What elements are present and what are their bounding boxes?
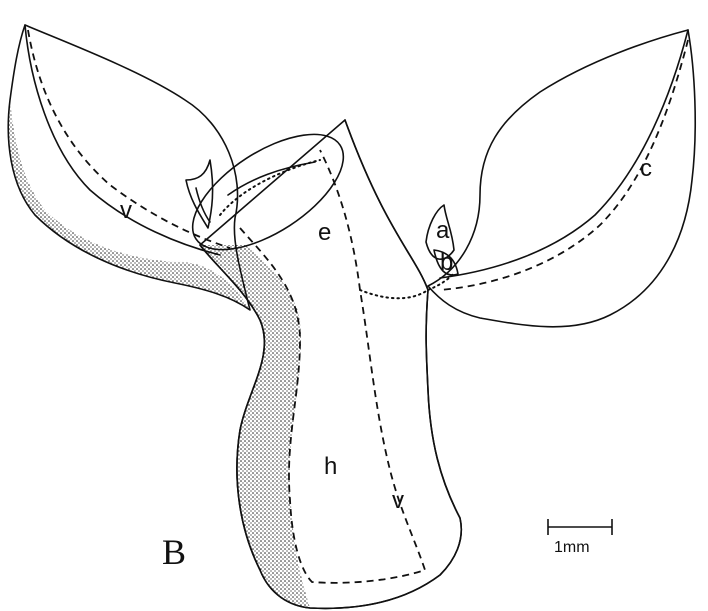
panel-label: B — [162, 532, 186, 572]
label-b: b — [440, 249, 453, 276]
label-v-left: v — [120, 197, 132, 224]
scale-label: 1mm — [554, 539, 590, 556]
label-c: c — [640, 155, 652, 182]
label-h: h — [324, 453, 337, 480]
left-bud — [186, 160, 213, 228]
label-a: a — [436, 217, 450, 244]
stem — [200, 120, 461, 608]
label-e: e — [318, 219, 331, 246]
label-v-stem: v — [392, 487, 404, 514]
left-leaf — [8, 25, 250, 310]
scale-bar: 1mm — [548, 519, 612, 556]
right-leaf — [428, 30, 695, 327]
